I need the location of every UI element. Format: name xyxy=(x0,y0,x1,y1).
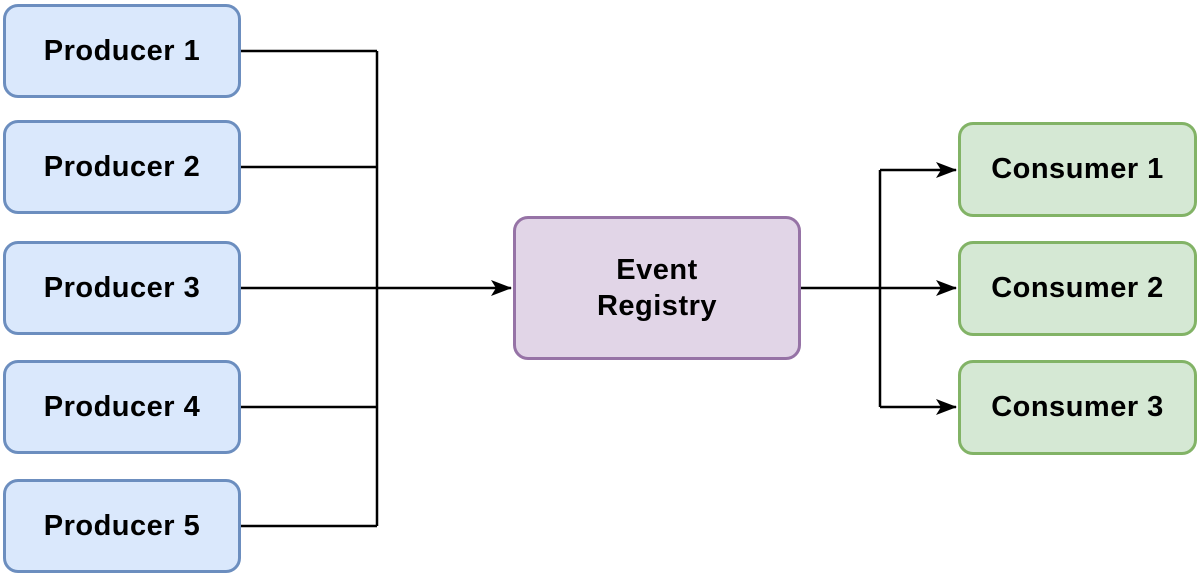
consumer-2-label: Consumer 2 xyxy=(991,272,1164,305)
producer-5-label: Producer 5 xyxy=(43,509,201,542)
node-producer-5: Producer 5 xyxy=(3,479,241,573)
consumer-1-label: Consumer 1 xyxy=(991,153,1164,186)
node-consumer-1: Consumer 1 xyxy=(958,122,1197,217)
node-producer-2: Producer 2 xyxy=(3,120,241,214)
node-consumer-3: Consumer 3 xyxy=(958,360,1197,455)
producer-2-label: Producer 2 xyxy=(43,150,201,183)
event-registry-label: Event Registry xyxy=(596,253,718,322)
node-event-registry: Event Registry xyxy=(513,216,801,360)
node-producer-4: Producer 4 xyxy=(3,360,241,454)
producer-1-label: Producer 1 xyxy=(43,34,201,67)
node-producer-3: Producer 3 xyxy=(3,241,241,335)
producer-3-label: Producer 3 xyxy=(43,271,201,304)
producer-4-label: Producer 4 xyxy=(43,390,201,423)
consumer-3-label: Consumer 3 xyxy=(991,391,1164,424)
node-producer-1: Producer 1 xyxy=(3,4,241,98)
node-consumer-2: Consumer 2 xyxy=(958,241,1197,336)
